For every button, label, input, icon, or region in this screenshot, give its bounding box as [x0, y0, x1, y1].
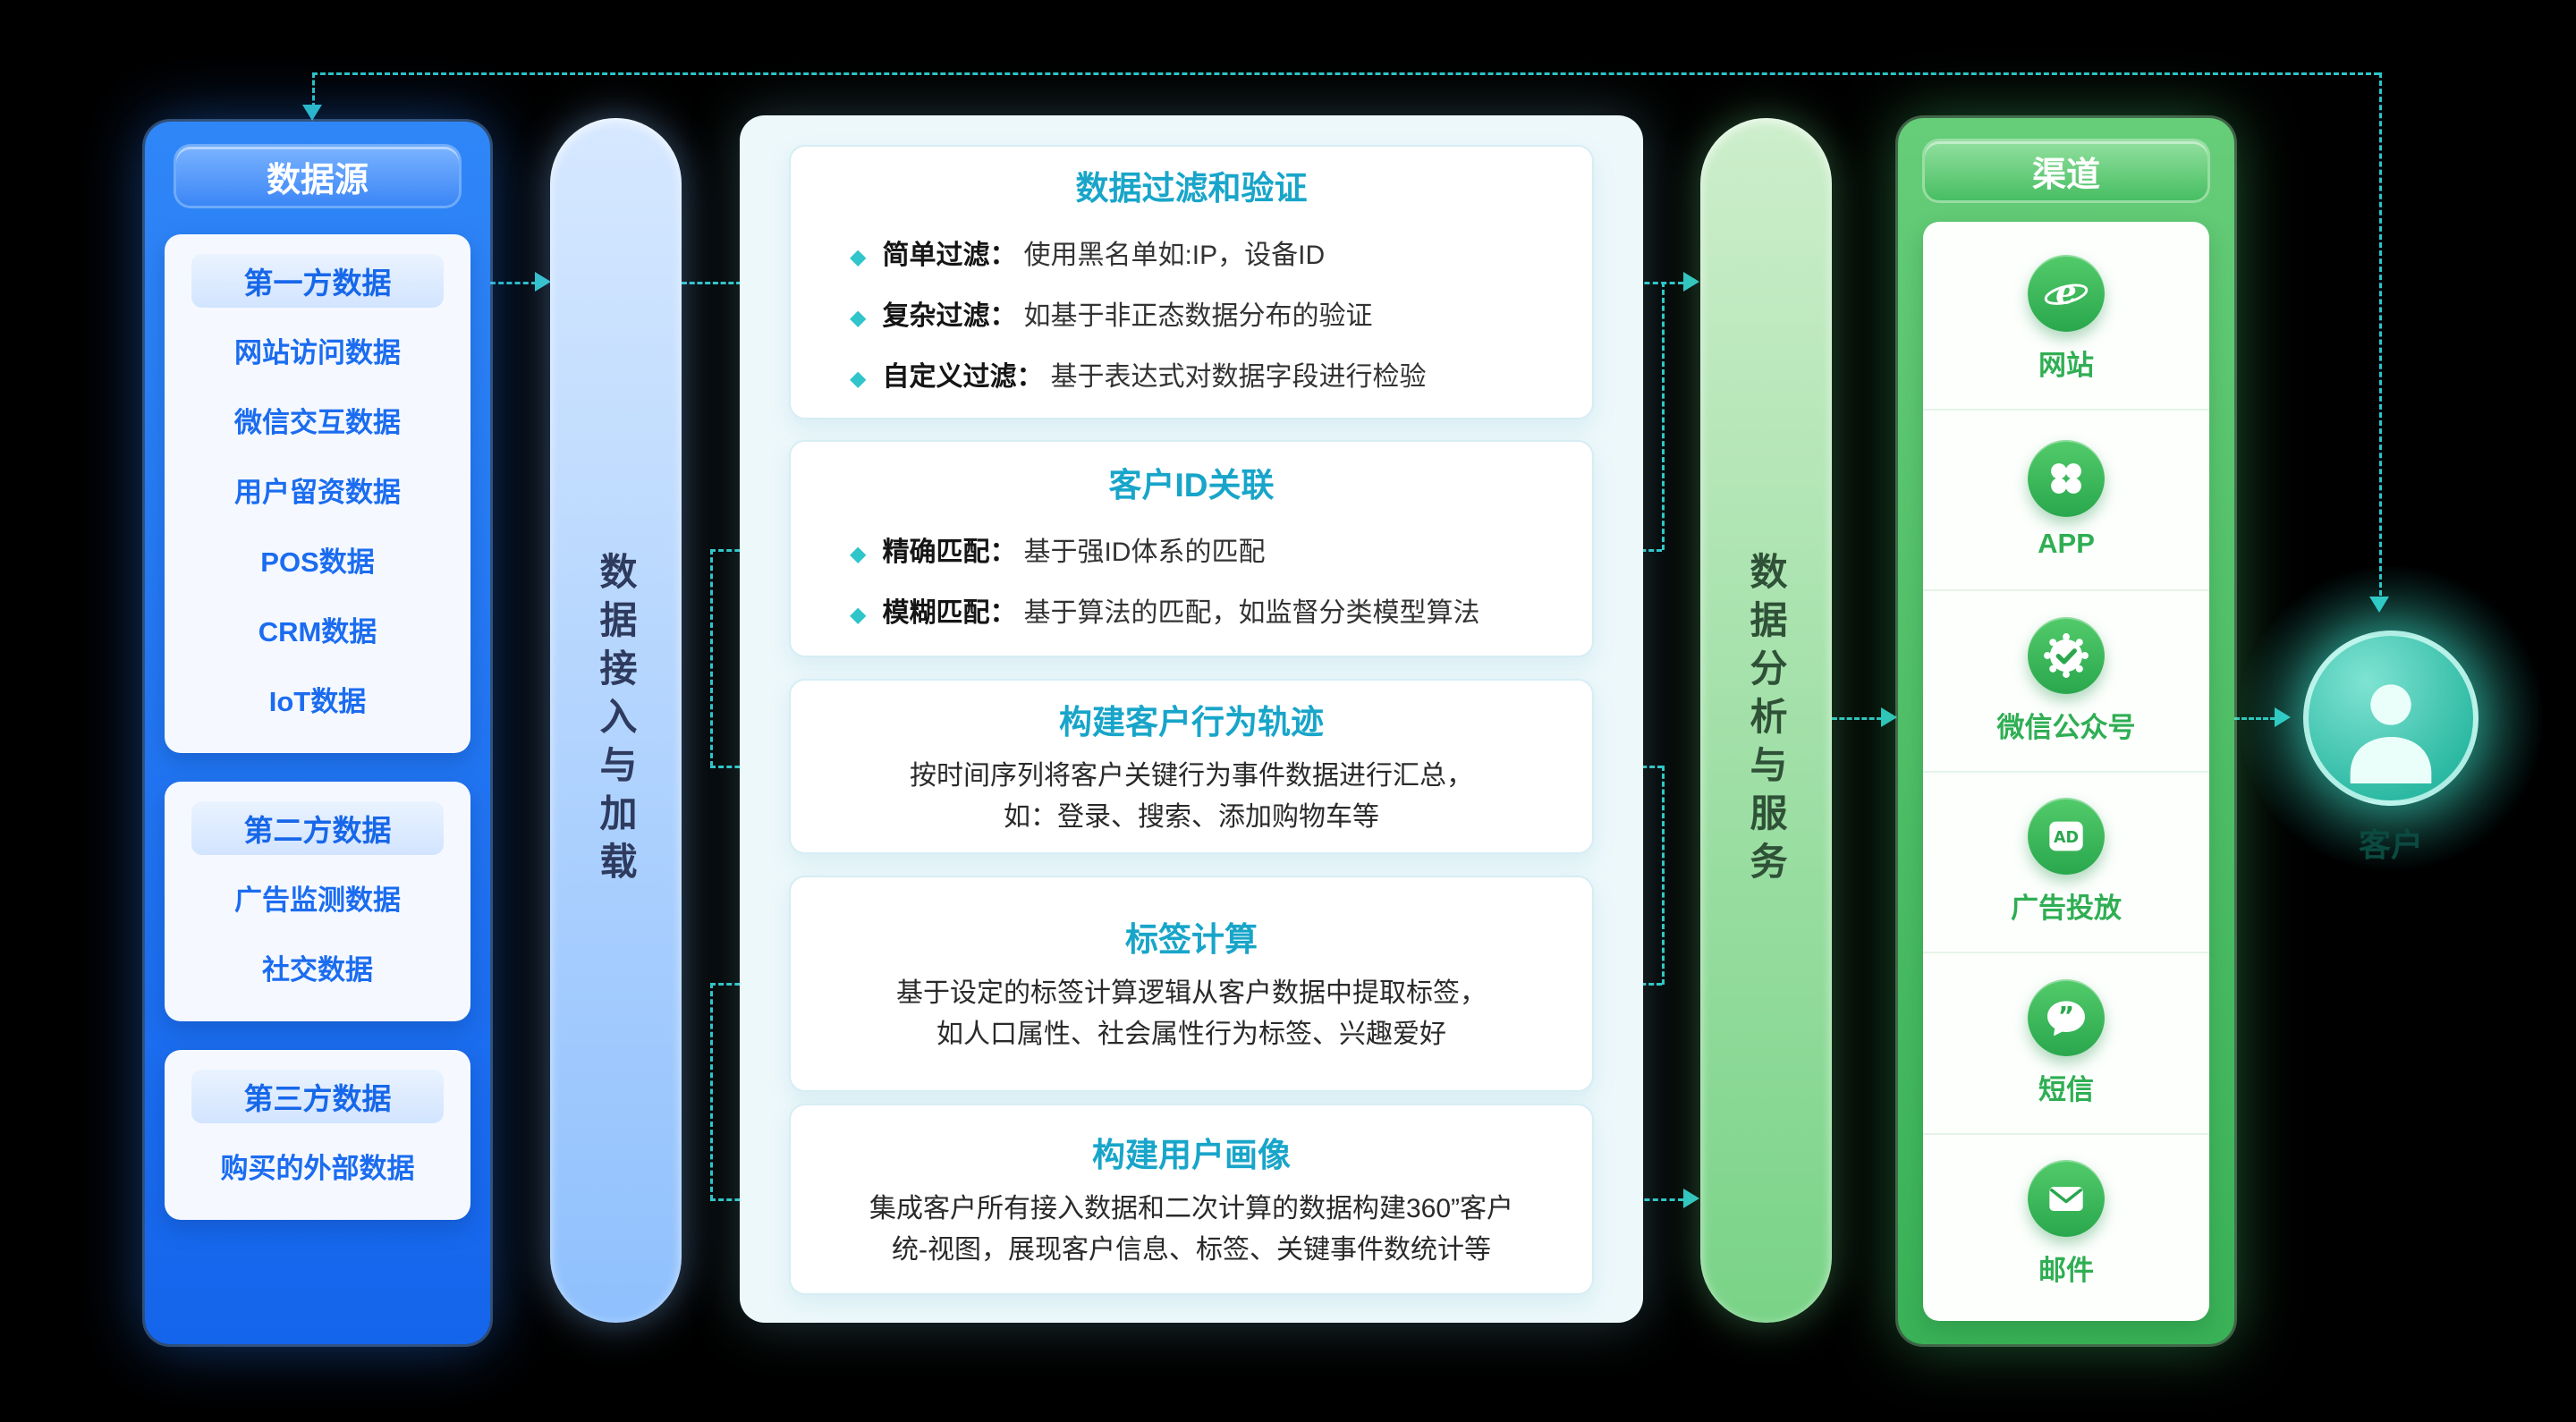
third-party-data-header: 第三方数据 — [191, 1070, 445, 1123]
analysis-bar-label: 数据分析与服务 — [1745, 551, 1787, 890]
channel-label: 网站 — [2038, 349, 2094, 381]
diamond-bullet-icon: ◆ — [850, 541, 867, 566]
list-item: 网站访问数据 — [234, 336, 401, 368]
bullet-label: 模糊匹配： — [882, 597, 1017, 628]
arrowhead-into-analysis-bar-top — [1683, 272, 1699, 292]
channel-label: APP — [2038, 527, 2095, 559]
channel-list: e 网站 APP — [1923, 222, 2209, 1321]
bullet-text: 如基于非正态数据分布的验证 — [1023, 300, 1373, 331]
diamond-bullet-icon: ◆ — [850, 602, 867, 627]
channel-item-wechat-official: 微信公众号 — [1923, 591, 2209, 773]
connector-feedback-right-drop — [2379, 72, 2382, 596]
first-party-data-header: 第一方数据 — [191, 254, 445, 308]
bullet-exact-match: ◆ 精确匹配： 基于强ID体系的匹配 — [818, 529, 1565, 569]
connector-ingestion-to-filter-card — [682, 282, 773, 284]
list-item: 广告监测数据 — [234, 884, 401, 916]
connector-sources-to-ingestion — [490, 282, 537, 284]
card-body-line: 集成客户所有接入数据和二次计算的数据构建360”客户 — [869, 1194, 1514, 1223]
channel-item-sms: ” 短信 — [1923, 953, 2209, 1135]
channel-label: 广告投放 — [2011, 893, 2122, 925]
card-body-line: 如人口属性、社会属性行为标签、兴趣爱好 — [936, 1020, 1446, 1049]
bullet-text: 基于强ID体系的匹配 — [1023, 537, 1266, 567]
bullet-label: 自定义过滤： — [882, 361, 1044, 392]
bullet-label: 精确匹配： — [882, 537, 1017, 567]
connector-feedback-left-drop — [312, 72, 315, 108]
arrowhead-into-data-sources — [302, 105, 322, 121]
ingestion-bar: 数据接入与加载 — [550, 118, 682, 1323]
channel-item-app: APP — [1923, 411, 2209, 591]
bullet-text: 基于表达式对数据字段进行检验 — [1050, 361, 1427, 392]
card-body-line: 基于设定的标签计算逻辑从客户数据中提取标签， — [896, 978, 1487, 1008]
diamond-bullet-icon: ◆ — [850, 366, 867, 391]
bullet-label: 复杂过滤： — [882, 300, 1017, 331]
list-item: 用户留资数据 — [234, 476, 401, 508]
customer-label: 客户 — [2358, 826, 2423, 863]
card-data-filter-validation: 数据过滤和验证 ◆ 简单过滤： 使用黑名单如:IP，设备ID ◆ 复杂过滤： 如… — [789, 145, 1594, 419]
arrowhead-into-analysis-bar-bottom — [1683, 1189, 1699, 1208]
bullet-label: 简单过滤： — [882, 240, 1017, 270]
diamond-bullet-icon: ◆ — [850, 244, 867, 269]
sms-bubble-icon: ” — [2028, 978, 2105, 1056]
ad-badge-icon: AD — [2028, 798, 2105, 876]
data-sources-panel: 数据源 第一方数据 网站访问数据 微信交互数据 用户留资数据 POS数据 CRM… — [145, 122, 490, 1344]
bullet-fuzzy-match: ◆ 模糊匹配： 基于算法的匹配，如监督分类模型算法 — [818, 590, 1565, 630]
channels-panel: 渠道 e 网站 APP — [1898, 118, 2234, 1344]
card-title: 客户ID关联 — [1108, 466, 1275, 504]
card-title: 标签计算 — [1125, 921, 1258, 958]
mail-envelope-icon — [2028, 1160, 2105, 1238]
card-behavior-trajectory: 构建客户行为轨迹 按时间序列将客户关键行为事件数据进行汇总， 如：登录、搜索、添… — [789, 679, 1594, 854]
analysis-bar: 数据分析与服务 — [1700, 118, 1832, 1323]
diamond-bullet-icon: ◆ — [850, 305, 867, 330]
ingestion-bar-label: 数据接入与加载 — [595, 551, 637, 890]
list-item: 社交数据 — [262, 953, 373, 986]
bullet-text: 使用黑名单如:IP，设备ID — [1023, 240, 1326, 270]
channels-title: 渠道 — [1925, 141, 2207, 200]
second-party-data-group: 第二方数据 广告监测数据 社交数据 — [165, 782, 470, 1021]
connector-analysis-to-channels — [1832, 717, 1882, 720]
arrowhead-into-channels — [1881, 707, 1897, 727]
card-body-line: 按时间序列将客户关键行为事件数据进行汇总， — [910, 761, 1473, 791]
svg-text:AD: AD — [2054, 829, 2079, 847]
arrowhead-into-ingestion-bar — [535, 272, 551, 292]
second-party-data-header: 第二方数据 — [191, 801, 445, 855]
connector-left-spine-a — [710, 549, 713, 766]
processing-panel: 数据过滤和验证 ◆ 简单过滤： 使用黑名单如:IP，设备ID ◆ 复杂过滤： 如… — [740, 115, 1643, 1323]
card-tag-computation: 标签计算 基于设定的标签计算逻辑从客户数据中提取标签， 如人口属性、社会属性行为… — [789, 876, 1594, 1092]
connector-feedback-top — [312, 72, 2379, 75]
connector-right-spine-b — [1662, 766, 1665, 985]
third-party-data-group: 第三方数据 购买的外部数据 — [165, 1050, 470, 1220]
channel-item-email: 邮件 — [1923, 1135, 2209, 1315]
channel-label: 微信公众号 — [1996, 711, 2136, 743]
first-party-data-group: 第一方数据 网站访问数据 微信交互数据 用户留资数据 POS数据 CRM数据 I… — [165, 234, 470, 753]
browser-icon: e — [2028, 254, 2105, 332]
card-customer-id-mapping: 客户ID关联 ◆ 精确匹配： 基于强ID体系的匹配 ◆ 模糊匹配： 基于算法的匹… — [789, 440, 1594, 657]
connector-right-spine-a — [1662, 282, 1665, 550]
list-item: CRM数据 — [258, 615, 377, 648]
card-user-profile: 构建用户画像 集成客户所有接入数据和二次计算的数据构建360”客户 统-视图，展… — [789, 1104, 1594, 1295]
bullet-complex-filter: ◆ 复杂过滤： 如基于非正态数据分布的验证 — [818, 293, 1565, 333]
connector-left-spine-b — [710, 983, 713, 1200]
card-body-line: 如：登录、搜索、添加购物车等 — [1004, 802, 1379, 832]
bullet-simple-filter: ◆ 简单过滤： 使用黑名单如:IP，设备ID — [818, 233, 1565, 272]
data-sources-title: 数据源 — [176, 147, 459, 206]
list-item: 微信交互数据 — [234, 406, 401, 438]
card-title: 数据过滤和验证 — [1075, 169, 1308, 207]
card-title: 构建客户行为轨迹 — [1059, 704, 1324, 741]
svg-text:”: ” — [2058, 1001, 2074, 1030]
list-item: 购买的外部数据 — [220, 1152, 415, 1184]
channel-item-ads: AD 广告投放 — [1923, 773, 2209, 953]
list-item: POS数据 — [260, 546, 375, 578]
svg-text:e: e — [2055, 272, 2077, 311]
channel-label: 短信 — [2038, 1073, 2094, 1105]
customer-avatar-icon — [2303, 631, 2479, 806]
bullet-custom-filter: ◆ 自定义过滤： 基于表达式对数据字段进行检验 — [818, 354, 1565, 394]
wechat-official-badge-icon — [2028, 616, 2105, 694]
card-title: 构建用户画像 — [1092, 1137, 1291, 1173]
card-body-line: 统-视图，展现客户信息、标签、关键事件数统计等 — [892, 1235, 1491, 1265]
channel-item-website: e 网站 — [1923, 229, 2209, 411]
bullet-text: 基于算法的匹配，如监督分类模型算法 — [1023, 597, 1480, 628]
app-grid-icon — [2028, 439, 2105, 517]
channel-label: 邮件 — [2038, 1255, 2094, 1287]
list-item: IoT数据 — [268, 685, 367, 717]
